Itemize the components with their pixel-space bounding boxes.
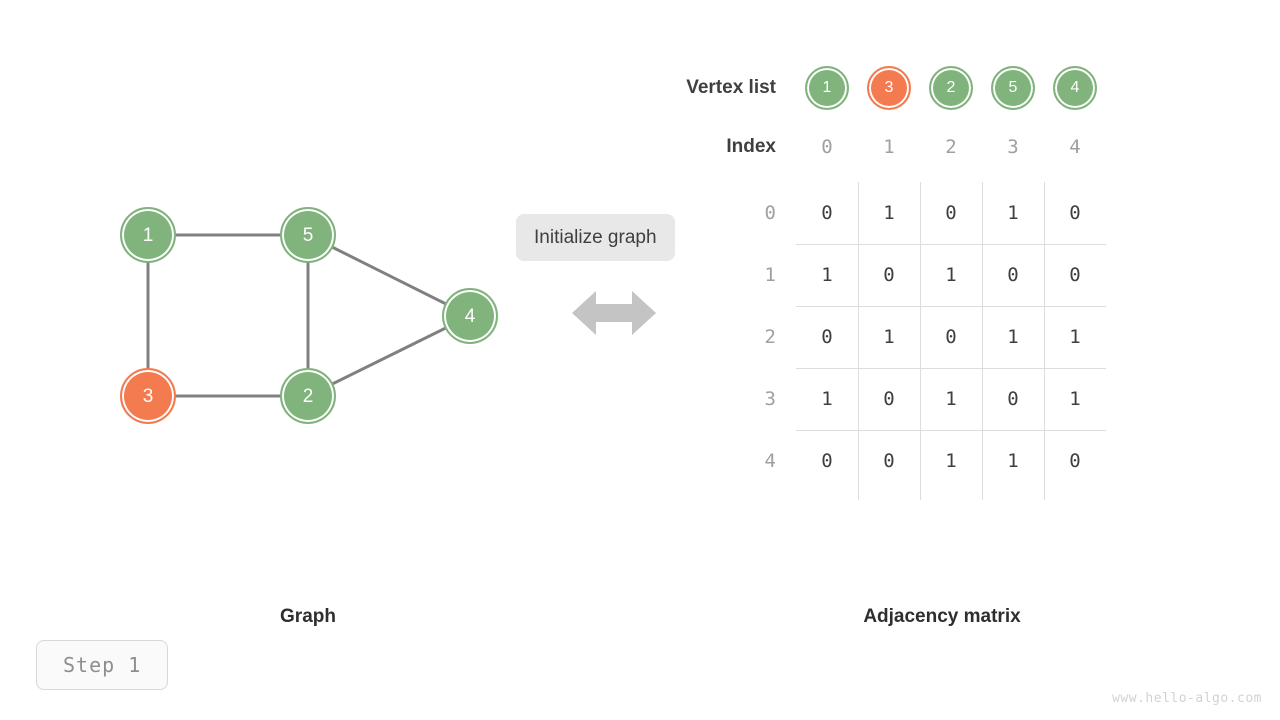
- column-index: 2: [945, 136, 957, 158]
- row-index: 3: [764, 388, 776, 410]
- matrix-grid: 0 1 0 1 0 1 0 1 0 0: [796, 182, 1106, 500]
- matrix-cell: 1: [945, 450, 957, 472]
- vertex-list-row: Vertex list 1 3 2: [640, 66, 1106, 110]
- matrix-cell: 0: [1007, 388, 1019, 410]
- column-index: 3: [1007, 136, 1019, 158]
- matrix-gridlines: [796, 182, 1106, 500]
- watermark: www.hello-algo.com: [1112, 691, 1262, 706]
- matrix-cell: 1: [883, 202, 895, 224]
- matrix-cell: 1: [821, 388, 833, 410]
- matrix-cell: 0: [883, 264, 895, 286]
- transition-group: Initialize graph: [516, 214, 712, 342]
- vertex-node-label: 5: [1008, 79, 1018, 96]
- matrix-row-labels: 0 1 2 3 4: [640, 182, 776, 492]
- vertex-cell: 5: [982, 66, 1044, 110]
- matrix-caption: Adjacency matrix: [863, 606, 1021, 627]
- vertex-node-3[interactable]: 3: [867, 66, 911, 110]
- matrix-cell: 1: [945, 388, 957, 410]
- graph-node-5[interactable]: 5: [280, 207, 336, 263]
- graph-caption: Graph: [280, 606, 336, 627]
- adjacency-matrix-panel: Vertex list 1 3 2: [640, 0, 1280, 720]
- bidirectional-arrow-wrap: [516, 289, 712, 342]
- graph-node-label: 2: [302, 385, 314, 407]
- matrix-cell: 0: [821, 326, 833, 348]
- matrix-cell: 1: [1007, 450, 1019, 472]
- matrix-row: 1 0 1 0 0: [796, 244, 1106, 306]
- vertex-list-cells: 1 3 2 5: [796, 66, 1106, 110]
- edge-5-4: [307, 233, 471, 318]
- matrix-cell: 0: [883, 388, 895, 410]
- matrix-cell: 1: [945, 264, 957, 286]
- vertex-cell: 3: [858, 66, 920, 110]
- matrix-row: 0 0 1 1 0: [796, 430, 1106, 492]
- double-headed-arrow-icon: [572, 291, 656, 335]
- index-row: Index 0 1 2 3 4: [640, 136, 1106, 158]
- vertex-node-label: 3: [884, 79, 894, 96]
- graph-node-2[interactable]: 2: [280, 368, 336, 424]
- vertex-cell: 4: [1044, 66, 1106, 110]
- matrix-cell: 0: [1069, 202, 1081, 224]
- vertex-node-label: 1: [822, 79, 832, 96]
- matrix-cell: 1: [1007, 326, 1019, 348]
- row-index: 2: [764, 326, 776, 348]
- graph-node-label: 3: [142, 385, 154, 407]
- column-index: 1: [883, 136, 895, 158]
- operation-label: Initialize graph: [516, 214, 675, 261]
- matrix-row: 1 0 1 0 1: [796, 368, 1106, 430]
- matrix-cell: 0: [883, 450, 895, 472]
- vertex-list-label: Vertex list: [686, 77, 776, 98]
- vertex-cell: 2: [920, 66, 982, 110]
- row-index: 1: [764, 264, 776, 286]
- graph-node-label: 1: [142, 224, 154, 246]
- row-index: 4: [764, 450, 776, 472]
- row-index: 0: [764, 202, 776, 224]
- matrix-cell: 1: [1069, 326, 1081, 348]
- matrix-cell: 0: [821, 202, 833, 224]
- matrix-cell: 1: [883, 326, 895, 348]
- step-badge: Step 1: [36, 640, 169, 690]
- matrix-cell: 0: [1007, 264, 1019, 286]
- vertex-node-label: 2: [946, 79, 956, 96]
- graph-panel: 1 5 3 2 4: [0, 0, 520, 720]
- matrix-cell: 1: [1007, 202, 1019, 224]
- graph-node-label: 4: [464, 305, 476, 327]
- graph-node-label: 5: [302, 224, 314, 246]
- graph-node-3[interactable]: 3: [120, 368, 176, 424]
- vertex-node-4[interactable]: 4: [1053, 66, 1097, 110]
- matrix-row: 0 1 0 1 0: [796, 182, 1106, 244]
- matrix-cell: 0: [1069, 264, 1081, 286]
- graph-node-1[interactable]: 1: [120, 207, 176, 263]
- vertex-cell: 1: [796, 66, 858, 110]
- column-index: 0: [821, 136, 833, 158]
- matrix-cell: 0: [945, 326, 957, 348]
- matrix-cell: 0: [821, 450, 833, 472]
- index-label: Index: [726, 136, 776, 157]
- vertex-node-1[interactable]: 1: [805, 66, 849, 110]
- column-index: 4: [1069, 136, 1081, 158]
- graph-node-4[interactable]: 4: [442, 288, 498, 344]
- edge-2-4: [307, 314, 471, 398]
- matrix-cell: 1: [1069, 388, 1081, 410]
- vertex-node-2[interactable]: 2: [929, 66, 973, 110]
- vertex-node-5[interactable]: 5: [991, 66, 1035, 110]
- matrix-cell: 0: [945, 202, 957, 224]
- matrix-cell: 0: [1069, 450, 1081, 472]
- matrix-row: 0 1 0 1 1: [796, 306, 1106, 368]
- adjacency-matrix-table: 0 1 0 1 0 1 0 1 0 0: [796, 182, 1106, 492]
- index-cells: 0 1 2 3 4: [796, 136, 1106, 158]
- vertex-node-label: 4: [1070, 79, 1080, 96]
- matrix-cell: 1: [821, 264, 833, 286]
